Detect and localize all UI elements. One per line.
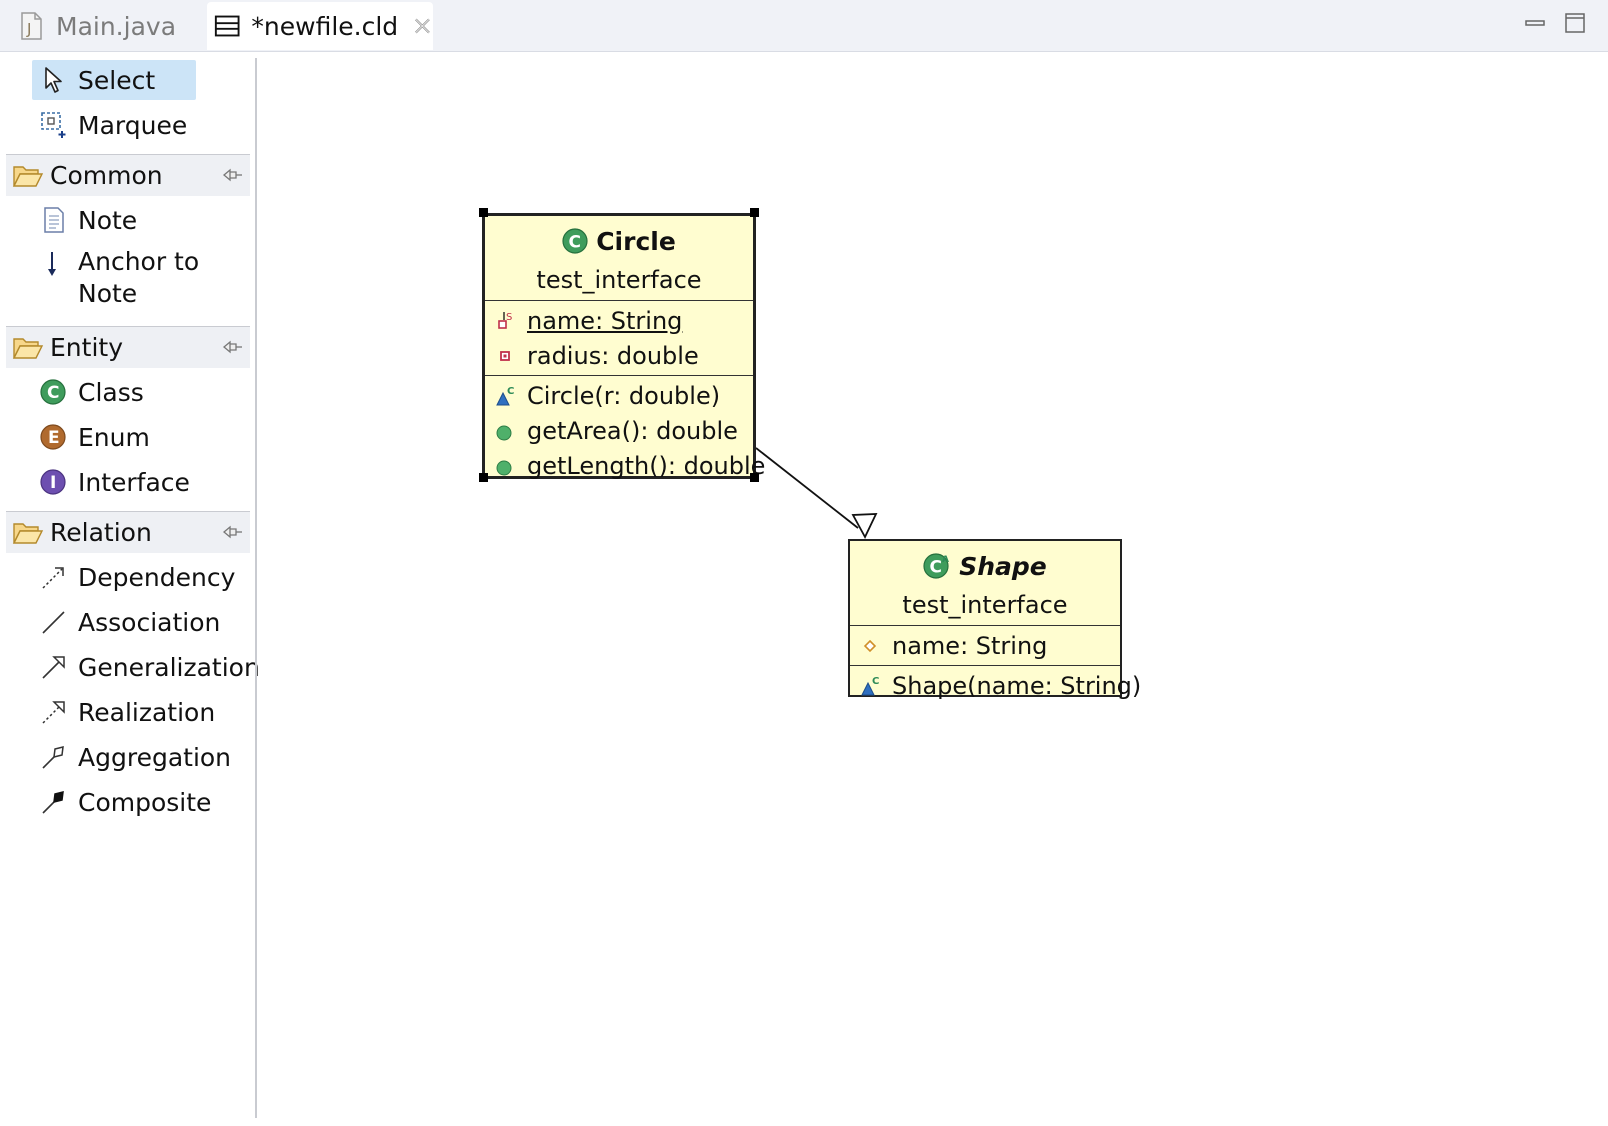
operations-compartment: C Shape(name: String) <box>850 665 1141 705</box>
attribute-row[interactable]: radius: double <box>485 338 753 373</box>
anchor-icon <box>48 252 56 276</box>
palette-item-class[interactable]: C Class <box>32 372 144 412</box>
class-shape[interactable]: C A Shape test_interface name: String C <box>848 539 1141 700</box>
attribute-row[interactable]: name: String <box>850 628 1120 663</box>
class-header: C Circle test_interface <box>485 216 753 300</box>
svg-text:A: A <box>942 555 949 565</box>
palette-item-realization[interactable]: Realization <box>32 692 215 732</box>
attributes-compartment: name: String <box>850 625 1120 665</box>
svg-text:C: C <box>872 676 879 687</box>
palette-item-aggregation[interactable]: Aggregation <box>32 737 231 777</box>
generalization-arrowhead <box>851 513 878 539</box>
diagram-canvas[interactable]: C Circle test_interface S name: String <box>260 53 1608 1126</box>
attribute-row[interactable]: S name: String <box>485 303 753 338</box>
class-diagram-file-icon <box>214 15 240 37</box>
palette-item-association[interactable]: Association <box>32 602 220 642</box>
editor-tab-bar: J Main.java *newfile.cld <box>0 0 1608 52</box>
pin-icon[interactable] <box>222 337 244 357</box>
palette-item-generalization[interactable]: Generalization <box>32 647 260 687</box>
minimize-icon[interactable] <box>1524 12 1546 34</box>
svg-text:C: C <box>569 233 581 253</box>
tab-main-java[interactable]: J Main.java <box>10 2 206 50</box>
aggregation-icon <box>42 746 64 769</box>
palette-item-dependency[interactable]: Dependency <box>32 557 235 597</box>
private-static-field-icon: S <box>498 311 512 329</box>
folder-open-icon <box>12 165 44 187</box>
constructor-icon: C <box>496 386 514 405</box>
tab-label: *newfile.cld <box>251 11 399 41</box>
pin-icon[interactable] <box>222 165 244 185</box>
drawer-relation[interactable]: Relation <box>6 511 250 553</box>
dependency-icon <box>42 567 64 589</box>
class-name[interactable]: Circle <box>596 226 676 256</box>
public-method-icon <box>496 460 512 475</box>
public-method-icon <box>496 425 512 440</box>
folder-open-icon <box>12 522 44 544</box>
svg-text:E: E <box>48 428 60 448</box>
operation-row[interactable]: getLength(): double <box>485 448 765 483</box>
class-header: C A Shape test_interface <box>850 541 1120 625</box>
constructor-icon: C <box>861 676 879 695</box>
generalization-connection[interactable] <box>260 53 1608 1126</box>
palette-tool-marquee[interactable]: Marquee <box>32 105 187 145</box>
generalization-icon <box>42 656 65 679</box>
class-icon: C <box>40 379 66 405</box>
selection-handle[interactable] <box>750 208 759 217</box>
selection-handle[interactable] <box>479 473 488 482</box>
note-icon <box>44 207 64 233</box>
palette-item-note[interactable]: Note <box>32 200 137 240</box>
realization-icon <box>42 701 65 724</box>
svg-text:C: C <box>930 558 942 578</box>
tab-newfile-cld[interactable]: *newfile.cld <box>207 2 433 50</box>
marquee-icon <box>41 112 66 138</box>
svg-text:S: S <box>506 312 512 323</box>
operation-row[interactable]: getArea(): double <box>485 413 753 448</box>
close-icon[interactable] <box>412 15 433 37</box>
selection-handle[interactable] <box>750 473 759 482</box>
palette-item-composite[interactable]: Composite <box>32 782 211 822</box>
palette: Select Marquee Common Note <box>0 53 260 1126</box>
private-field-icon <box>500 350 510 361</box>
palette-item-anchor-to-note[interactable]: Anchor to Note <box>32 246 199 326</box>
svg-text:C: C <box>507 386 514 397</box>
drawer-common[interactable]: Common <box>6 154 250 196</box>
operation-row[interactable]: C Shape(name: String) <box>850 668 1141 703</box>
association-icon <box>42 611 65 634</box>
enum-icon: E <box>40 424 66 450</box>
folder-open-icon <box>12 337 44 359</box>
selection-handle[interactable] <box>479 208 488 217</box>
palette-tool-select[interactable]: Select <box>32 60 196 100</box>
interface-icon: I <box>40 469 66 495</box>
operations-compartment: C Circle(r: double) getArea(): double ge… <box>485 375 765 485</box>
composite-icon <box>42 791 64 814</box>
operation-row[interactable]: C Circle(r: double) <box>485 378 753 413</box>
class-name[interactable]: Shape <box>959 551 1047 581</box>
class-circle[interactable]: C Circle test_interface S name: String <box>482 213 765 480</box>
pin-icon[interactable] <box>222 522 244 542</box>
abstract-class-icon: C A <box>923 553 949 579</box>
class-icon: C <box>562 228 588 254</box>
palette-splitter[interactable] <box>255 58 257 1118</box>
attributes-compartment: S name: String radius: double <box>485 300 753 375</box>
svg-text:C: C <box>47 383 59 403</box>
class-package: test_interface <box>536 266 702 294</box>
tab-label: Main.java <box>56 11 177 41</box>
maximize-icon[interactable] <box>1564 12 1586 34</box>
arrow-cursor-icon <box>45 67 62 93</box>
drawer-entity[interactable]: Entity <box>6 326 250 368</box>
palette-item-interface[interactable]: I Interface <box>32 462 190 502</box>
svg-text:J: J <box>26 20 31 38</box>
java-file-icon: J <box>21 12 42 40</box>
protected-field-icon <box>863 639 877 652</box>
svg-text:I: I <box>50 473 56 493</box>
palette-item-enum[interactable]: E Enum <box>32 417 150 457</box>
class-package: test_interface <box>902 591 1068 619</box>
